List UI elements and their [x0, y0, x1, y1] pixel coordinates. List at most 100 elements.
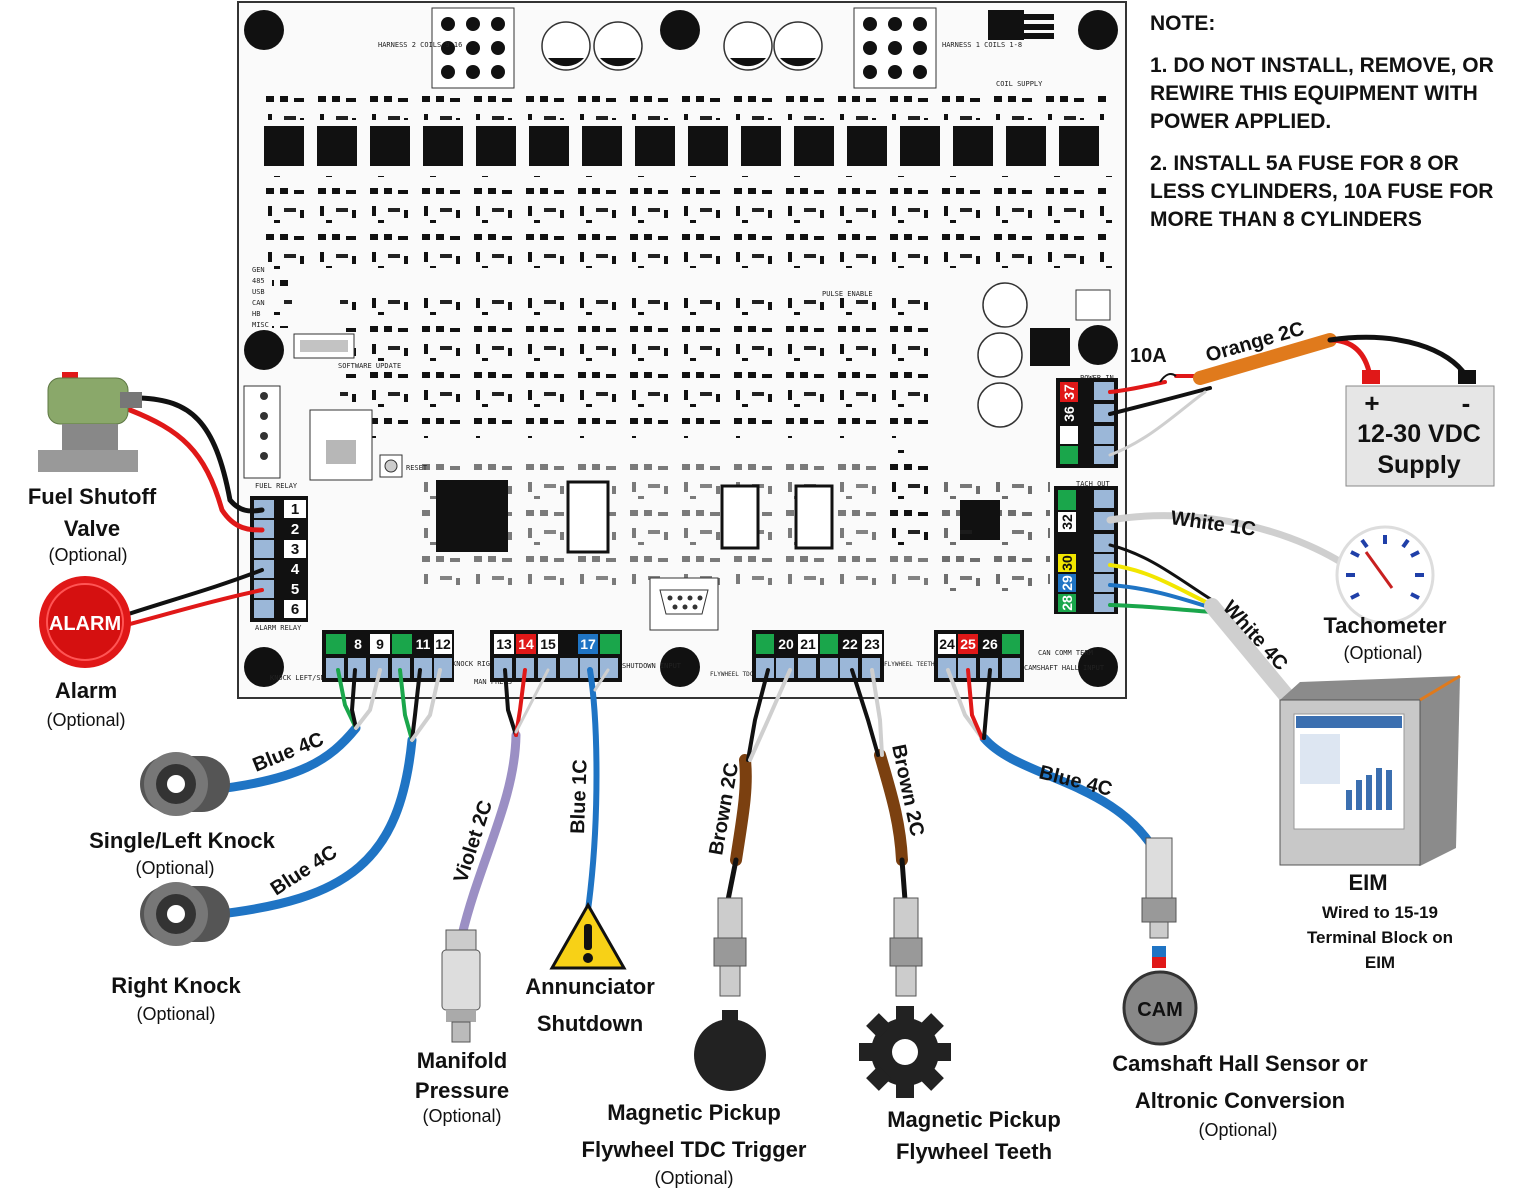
harness1-connector	[853, 7, 937, 89]
terminal-block-flywheel: 20 21 22 23	[752, 630, 884, 682]
rj45-port	[309, 409, 373, 481]
eim-note-1: Wired to 15-19	[1322, 903, 1438, 922]
mount-hole	[244, 10, 284, 50]
mag-teeth-label-1: Magnetic Pickup	[887, 1107, 1061, 1132]
can-comm-label: CAN COMM TERM	[1038, 649, 1093, 657]
svg-text:ALARM: ALARM	[49, 613, 121, 635]
svg-text:CAM: CAM	[1137, 999, 1183, 1021]
terminal-block-power: 37 36	[1056, 378, 1118, 468]
camshaft-label: CAMSHAFT HALL INPUT	[1024, 664, 1105, 672]
terminal-4: 4	[291, 561, 300, 578]
terminal-block-tach: 32 30 29 28	[1054, 486, 1118, 614]
blue-4c-label-3: Blue 4C	[1037, 762, 1115, 801]
mag-teeth-label-2: Flywheel Teeth	[896, 1139, 1052, 1164]
ic-chip	[566, 480, 610, 554]
notes-panel: NOTE: 1. DO NOT INSTALL, REMOVE, OR REWI…	[1150, 10, 1510, 248]
single-knock-optional: (Optional)	[135, 858, 214, 878]
cam-label-2: Altronic Conversion	[1135, 1088, 1345, 1113]
supply-voltage: 12-30 VDC	[1357, 420, 1481, 448]
alarm-relay-label: ALARM RELAY	[255, 624, 302, 632]
mosfet	[953, 126, 993, 166]
blue-4c-label-1: Blue 4C	[250, 728, 327, 776]
terminal-8: 8	[354, 636, 362, 652]
capacitors-top	[541, 21, 823, 71]
tachometer-icon	[1335, 525, 1435, 625]
mcu-chip	[436, 480, 508, 552]
cam-optional: (Optional)	[1198, 1120, 1277, 1140]
side-connector	[243, 385, 281, 479]
harness2-connector	[431, 7, 515, 89]
note-2: 2. INSTALL 5A FUSE FOR 8 OR LESS CYLINDE…	[1150, 152, 1494, 231]
power-supply: + - 12-30 VDC Supply	[1345, 370, 1495, 487]
eim-label: EIM	[1348, 870, 1387, 895]
shutdown-input-label: SHUTDOWN INPUT	[622, 662, 682, 670]
mosfet	[741, 126, 781, 166]
fuel-relay-label: FUEL RELAY	[255, 482, 298, 490]
software-update-label: SOFTWARE UPDATE	[338, 362, 401, 370]
terminal-22: 22	[842, 636, 858, 652]
mosfet	[900, 126, 940, 166]
blue-4c-label-2: Blue 4C	[267, 841, 341, 900]
flywheel-teeth-label: FLYWHEEL TEETH MAG PICKUP	[884, 661, 975, 668]
annunciator-label-1: Annunciator	[525, 974, 655, 999]
mosfet	[264, 126, 304, 166]
status-leds: GEN 485 USB CAN HB MISC	[252, 266, 292, 329]
terminal-6: 6	[291, 601, 299, 618]
ic-chip	[720, 484, 760, 550]
fuel-valve-label-1: Fuel Shutoff	[28, 484, 157, 509]
hall-sensor-icon	[1141, 837, 1177, 968]
warning-icon	[549, 901, 627, 970]
svg-text:MISC: MISC	[252, 321, 269, 329]
mosfet	[423, 126, 463, 166]
mount-hole	[244, 647, 284, 687]
fuse: 10A	[1130, 345, 1177, 383]
mosfet	[582, 126, 622, 166]
annunciator-label-2: Shutdown	[537, 1011, 643, 1036]
svg-text:GEN: GEN	[252, 266, 265, 274]
wires	[108, 333, 1469, 940]
terminal-block-manifold: 13 14 15 17	[490, 630, 622, 682]
flywheel-disc-icon	[694, 1010, 766, 1091]
alarm-icon: ALARM	[39, 576, 131, 668]
tachometer-label: Tachometer	[1323, 613, 1447, 638]
harness1-label: HARNESS 1 COILS 1-8	[942, 41, 1022, 49]
mosfet-row	[264, 126, 1099, 166]
cam-disc-icon: CAM	[1122, 970, 1198, 1046]
blue-1c-label: Blue 1C	[567, 759, 592, 834]
right-knock-label: Right Knock	[111, 973, 241, 998]
mag-pickup-icon	[713, 897, 747, 997]
mosfet	[529, 126, 569, 166]
mosfet	[476, 126, 516, 166]
fuel-valve-optional: (Optional)	[48, 545, 127, 565]
manifold-label-1: Manifold	[417, 1048, 507, 1073]
pulse-enable-label: PULSE ENABLE	[822, 290, 873, 298]
mount-hole	[660, 10, 700, 50]
knock-right-label: KNOCK RIGHT	[452, 660, 499, 668]
terminal-1: 1	[291, 501, 299, 518]
mosfet	[370, 126, 410, 166]
svg-text:485: 485	[252, 277, 265, 285]
alarm-label: Alarm	[55, 678, 117, 703]
mount-hole	[244, 330, 284, 370]
mount-hole	[1078, 325, 1118, 365]
terminal-25: 25	[960, 636, 976, 652]
mag-tdc-optional: (Optional)	[654, 1168, 733, 1188]
terminal-26: 26	[982, 636, 998, 652]
controller-board: HARNESS 2 COILS 9-16 HARNESS 1 COILS 1-8…	[237, 1, 1127, 699]
terminal-37: 37	[1061, 384, 1077, 400]
manifold-label-2: Pressure	[415, 1078, 509, 1103]
mosfet	[794, 126, 834, 166]
supply-label: Supply	[1377, 451, 1460, 479]
pressure-sensor-icon	[441, 929, 481, 1043]
terminal-28: 28	[1059, 595, 1075, 611]
fuel-valve-label-2: Valve	[64, 516, 120, 541]
svg-text:CAN: CAN	[252, 299, 265, 307]
ic-chip	[794, 484, 834, 550]
single-knock-label: Single/Left Knock	[89, 828, 276, 853]
terminal-3: 3	[291, 541, 299, 558]
terminal-11: 11	[416, 636, 431, 652]
ignition-field	[340, 288, 940, 438]
mosfet	[847, 126, 887, 166]
mag-tdc-label-1: Magnetic Pickup	[607, 1100, 781, 1125]
coil-supply-label: COIL SUPPLY	[996, 80, 1043, 88]
